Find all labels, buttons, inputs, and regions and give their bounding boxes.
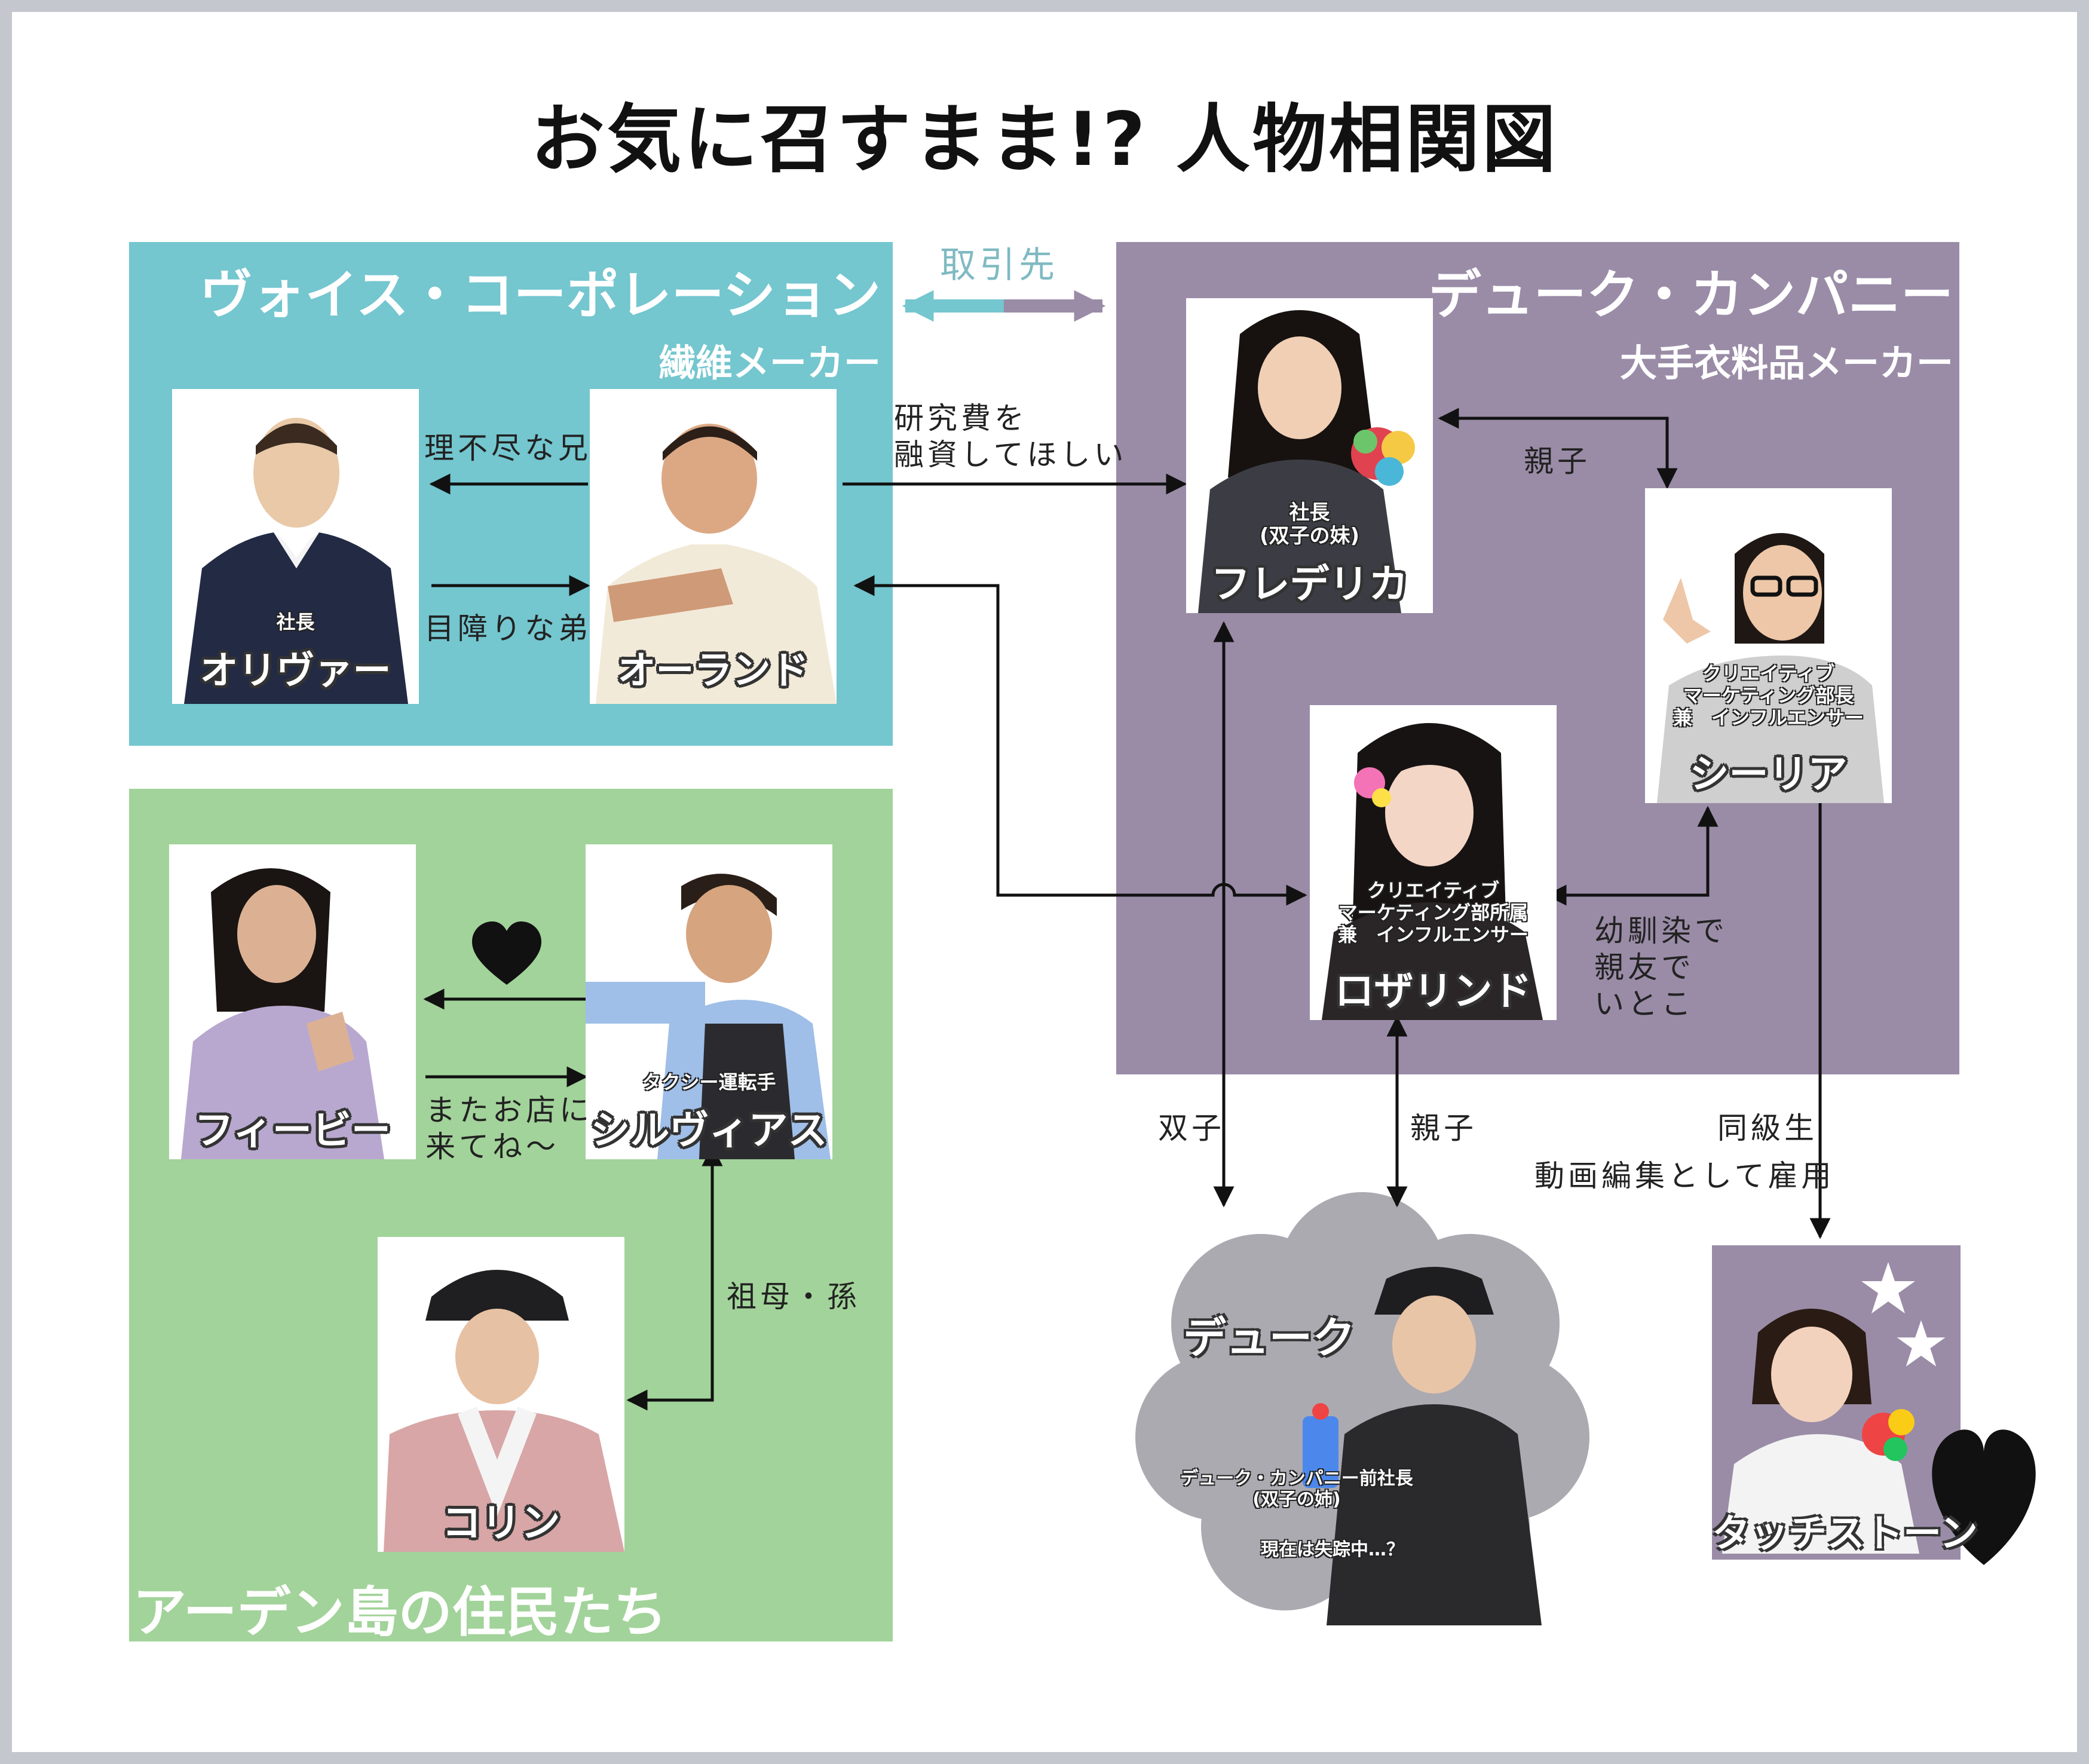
corin-photo — [384, 1270, 624, 1552]
funding-label: 研究費を 融資してほしい — [894, 401, 1128, 472]
cousins-label: 幼馴染で 親友で いとこ — [1594, 914, 1728, 1021]
phoebe-name: フィービー — [194, 1107, 391, 1153]
twins-label: 双子 — [1158, 1111, 1225, 1146]
duke-name: デューク — [1183, 1313, 1356, 1363]
frederica-name: フレデリカ — [1211, 561, 1408, 607]
rosalind-name: ロザリンド — [1334, 968, 1532, 1014]
rosalind-role: クリエイティブ マーケティング部所属 兼 インフルエンサー — [1337, 879, 1529, 946]
touchstone-photo — [1722, 1309, 1919, 1554]
hired-label: 動画編集として雇用 — [1534, 1159, 1835, 1193]
orlando-brother-label: 目障りな弟 — [424, 611, 592, 646]
corin-card: コリン — [378, 1237, 624, 1552]
voice-corporation-desc: 繊維メーカー — [658, 341, 881, 385]
oliver-name: オリヴァー — [200, 649, 391, 693]
orlando-name: オーランド — [617, 649, 809, 693]
star-icon — [1897, 1320, 1946, 1367]
star-icon — [1861, 1262, 1915, 1313]
classmate-label: 同級生 — [1717, 1111, 1818, 1146]
duke-photo — [1303, 1267, 1542, 1625]
celia-card: クリエイティブ マーケティング部長 兼 インフルエンサー シーリア — [1645, 488, 1892, 803]
voice-corporation-name: ヴォイス・コーポレーション — [200, 264, 881, 326]
come-again-label: またお店に 来てね～ — [425, 1093, 593, 1164]
oliver-brother-label: 理不尽な兄 — [424, 431, 592, 466]
duke-role: デューク・カンパニー前社長 (双子の姉) — [1180, 1468, 1413, 1510]
frederica-photo — [1198, 310, 1415, 613]
silvius-name: シルヴィアス — [590, 1107, 828, 1153]
orlando-photo — [596, 424, 837, 704]
diagram-canvas: お気に召すまま!? 人物相関図 ヴォイス・コーポレーション 繊維メーカー デュー… — [12, 12, 2077, 1752]
grandparent-label: 祖母・孫 — [727, 1279, 860, 1314]
trade-label: 取引先 — [940, 244, 1058, 286]
duke-company-name: デューク・カンパニー — [1428, 264, 1953, 326]
frederica-role: 社長 (双子の妹) — [1259, 501, 1360, 549]
touchstone-name: タッチストーン — [1712, 1512, 1978, 1556]
arden-name: アーデン島の住民たち — [133, 1581, 667, 1644]
corin-name: コリン — [442, 1500, 560, 1546]
silvius-card: タクシー運転手 シルヴィアス — [586, 844, 832, 1159]
oliver-photo — [184, 418, 408, 704]
rosalind-photo — [1322, 723, 1543, 1020]
phoebe-card: フィービー — [169, 844, 416, 1159]
celia-role: クリエイティブ マーケティング部長 兼 インフルエンサー — [1673, 662, 1864, 729]
silvius-role: タクシー運転手 — [642, 1071, 776, 1094]
oliver-card: 社長 オリヴァー — [172, 389, 419, 704]
celia-photo — [1657, 533, 1884, 803]
duke-note: 現在は失踪中…？ — [1261, 1539, 1404, 1560]
oliver-role: 社長 — [276, 611, 315, 633]
parent-child-label-1: 親子 — [1524, 444, 1591, 479]
page-title: お気に召すまま!? 人物相関図 — [531, 97, 1558, 183]
frederica-card: 社長 (双子の妹) フレデリカ — [1186, 298, 1433, 613]
celia-name: シーリア — [1689, 751, 1848, 797]
duke-company-desc: 大手衣料品メーカー — [1619, 341, 1953, 385]
phoebe-photo — [181, 868, 384, 1159]
parent-child-label-2: 親子 — [1410, 1111, 1477, 1146]
rosalind-card: クリエイティブ マーケティング部所属 兼 インフルエンサー ロザリンド — [1310, 705, 1557, 1020]
silvius-photo — [586, 874, 831, 1159]
orlando-card: オーランド — [590, 389, 837, 704]
